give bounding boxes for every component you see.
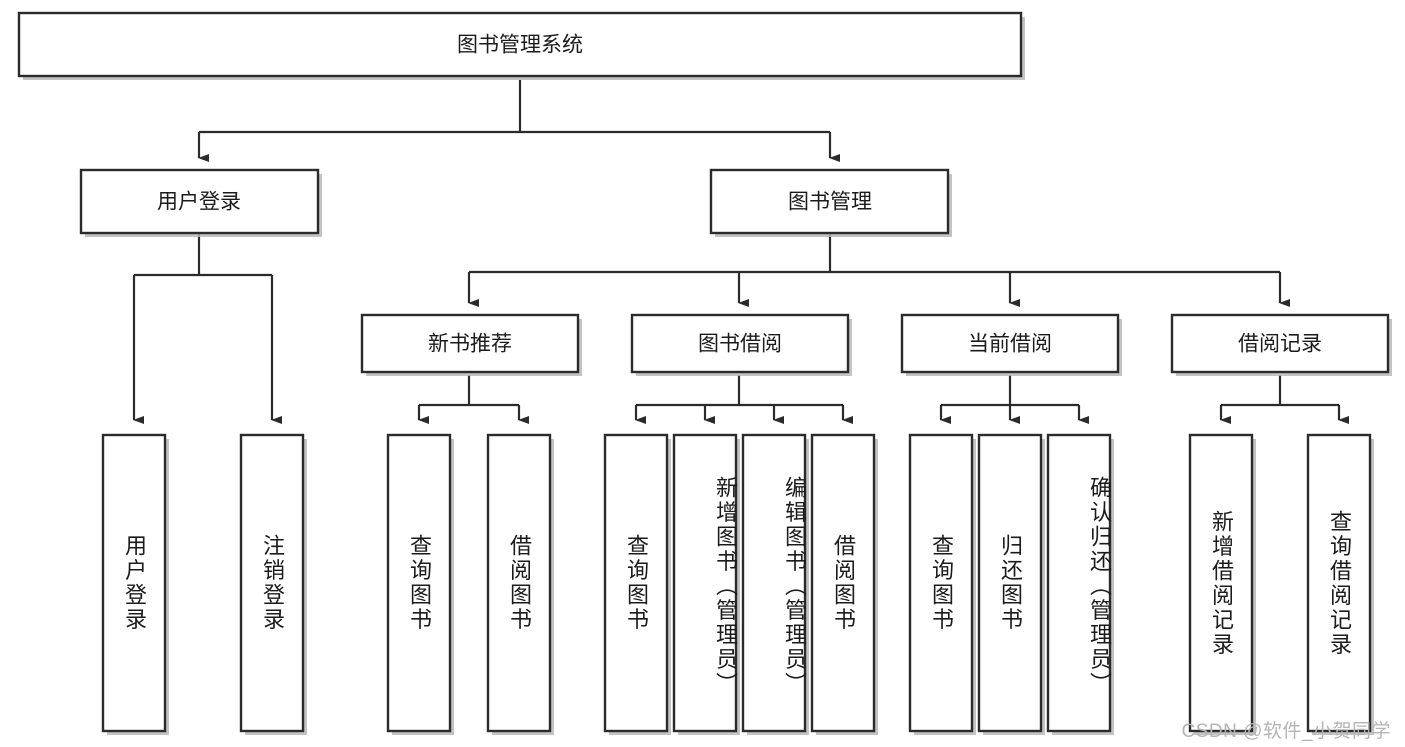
node-borrow-record-label: 借阅记录 (1238, 333, 1322, 356)
node-book-borrow[interactable]: 图书借阅 (630, 313, 852, 376)
node-user-login[interactable]: 用户登录 (79, 168, 322, 237)
node-user-login-label: 用户登录 (157, 191, 241, 214)
node-leaf-borrow-book-1[interactable] (486, 433, 554, 735)
node-leaf-query-record[interactable] (1306, 433, 1374, 735)
node-leaf-confirm-return[interactable] (1046, 433, 1114, 735)
node-leaf-edit-book[interactable] (741, 433, 809, 735)
node-new-book-recommend[interactable]: 新书推荐 (360, 313, 582, 376)
node-leaf-query-book-2[interactable] (603, 433, 671, 735)
node-book-borrow-label: 图书借阅 (698, 333, 782, 356)
node-borrow-record[interactable]: 借阅记录 (1170, 313, 1392, 376)
node-book-management-label: 图书管理 (788, 191, 872, 214)
node-leaf-borrow-book-2[interactable] (810, 433, 878, 735)
csdn-watermark: CSDN @软件_小贺同学 (1181, 721, 1391, 742)
node-leaf-user-login[interactable] (101, 433, 169, 735)
node-book-management[interactable]: 图书管理 (709, 168, 952, 237)
node-leaf-query-book-3[interactable] (908, 433, 976, 735)
node-leaf-query-book-1[interactable] (386, 433, 454, 735)
node-leaf-add-book[interactable] (672, 433, 740, 735)
node-leaf-return-book[interactable] (977, 433, 1045, 735)
node-current-borrow[interactable]: 当前借阅 (900, 313, 1122, 376)
node-root-label: 图书管理系统 (457, 34, 583, 57)
node-leaf-logout[interactable] (239, 433, 307, 735)
node-leaf-add-record[interactable] (1188, 433, 1256, 735)
node-new-book-recommend-label: 新书推荐 (428, 333, 512, 356)
connector-group (132, 80, 1349, 424)
node-current-borrow-label: 当前借阅 (968, 333, 1052, 356)
node-root[interactable]: 图书管理系统 (17, 11, 1025, 80)
